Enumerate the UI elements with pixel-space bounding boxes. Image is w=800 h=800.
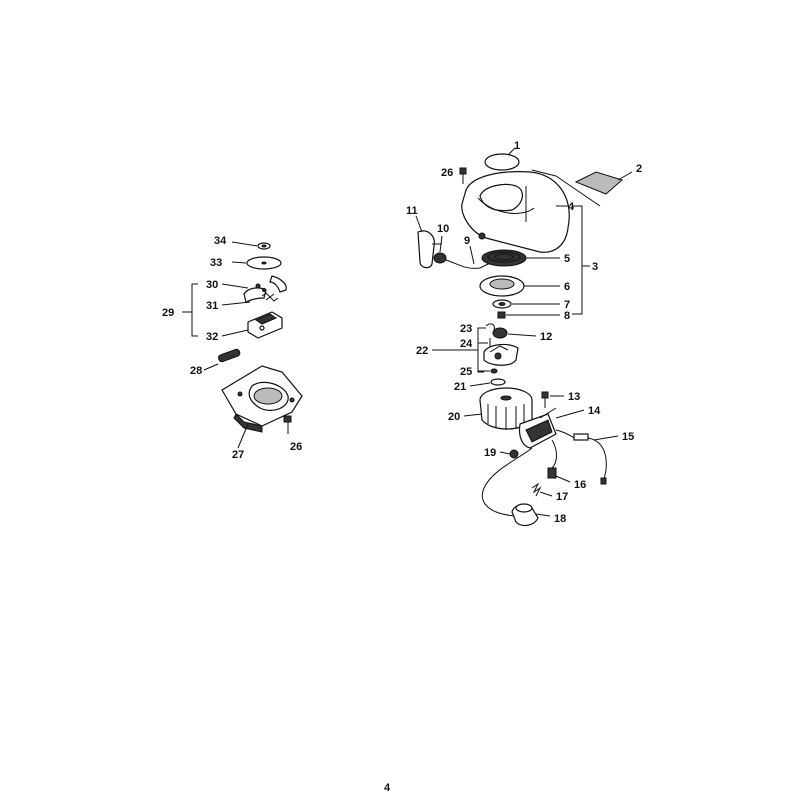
label-34: 34 [214, 235, 227, 247]
part-23-spring: 23 [460, 323, 495, 335]
part-26-screw-top: 26 [441, 167, 467, 184]
label-14: 14 [588, 405, 601, 417]
label-20: 20 [448, 411, 460, 423]
label-4: 4 [568, 201, 575, 213]
label-7: 7 [564, 299, 570, 311]
label-16: 16 [574, 479, 586, 491]
label-12: 12 [540, 331, 552, 343]
label-23: 23 [460, 323, 472, 335]
part-4-starter-housing: 4 [461, 171, 575, 253]
label-26-bottom: 26 [290, 441, 302, 453]
part-16-connector: 16 [547, 467, 586, 491]
part-32-clutch-carrier: 32 [206, 311, 283, 343]
label-32: 32 [206, 331, 218, 343]
label-25: 25 [460, 366, 472, 378]
label-24: 24 [460, 338, 473, 350]
part-21-washer: 21 [454, 378, 506, 393]
label-5: 5 [564, 253, 570, 265]
page-number: 4 [384, 782, 391, 794]
part-7-washer: 7 [492, 299, 570, 311]
part-8-screw: 8 [497, 310, 570, 322]
label-18: 18 [554, 513, 566, 525]
label-17: 17 [556, 491, 568, 503]
part-14-ignition-coil: 14 [518, 405, 601, 449]
part-13-screw: 13 [541, 391, 580, 408]
label-26-top: 26 [441, 167, 453, 179]
label-30: 30 [206, 279, 218, 291]
label-9: 9 [464, 235, 470, 247]
part-31-springs: 31 [206, 292, 279, 312]
part-9-starter-rope: 9 [445, 235, 497, 269]
part-10-grommet: 10 [433, 223, 449, 264]
part-2-label-plate: 2 [531, 163, 642, 207]
label-13: 13 [568, 391, 580, 403]
part-19-clip: 19 [484, 447, 519, 459]
part-28-gasket: 28 [190, 348, 241, 377]
label-29: 29 [162, 307, 174, 319]
bracket-29: 29 [162, 283, 198, 337]
part-5-recoil-spring: 5 [481, 249, 570, 267]
label-22: 22 [416, 345, 428, 357]
part-6-rope-pulley: 6 [479, 275, 570, 297]
part-25-washer: 25 [460, 366, 498, 378]
part-24-pin: 24 [460, 338, 491, 350]
label-28: 28 [190, 365, 202, 377]
part-26-screw-bottom: 26 [283, 415, 302, 453]
label-21: 21 [454, 381, 466, 393]
label-2: 2 [636, 163, 642, 175]
label-19: 19 [484, 447, 496, 459]
label-1: 1 [514, 140, 520, 152]
label-3: 3 [592, 261, 598, 273]
label-8: 8 [564, 310, 570, 322]
part-11-starter-handle: 11 [406, 205, 442, 269]
label-33: 33 [210, 257, 222, 269]
part-1-disc: 1 [484, 140, 520, 171]
part-30-clutch-shoes: 30 [206, 275, 287, 303]
label-6: 6 [564, 281, 570, 293]
bracket-22: 22 [416, 327, 484, 373]
part-33-disc: 33 [210, 256, 282, 270]
label-31: 31 [206, 300, 218, 312]
part-22-clutch-assembly [483, 343, 519, 366]
part-20-flywheel: 20 [448, 387, 533, 430]
part-18-plug-cap: 18 [511, 503, 566, 527]
label-11: 11 [406, 205, 418, 217]
part-15-stop-wire: 15 [555, 429, 634, 485]
bracket-3: 3 [572, 205, 598, 315]
label-15: 15 [622, 431, 634, 443]
part-34-washer: 34 [214, 235, 271, 250]
part-12-nut: 12 [492, 327, 552, 343]
part-27-clutch-housing: 27 [221, 365, 303, 461]
label-10: 10 [437, 223, 449, 235]
part-17-spring: 17 [531, 482, 568, 503]
ht-lead [482, 439, 557, 517]
label-27: 27 [232, 449, 244, 461]
